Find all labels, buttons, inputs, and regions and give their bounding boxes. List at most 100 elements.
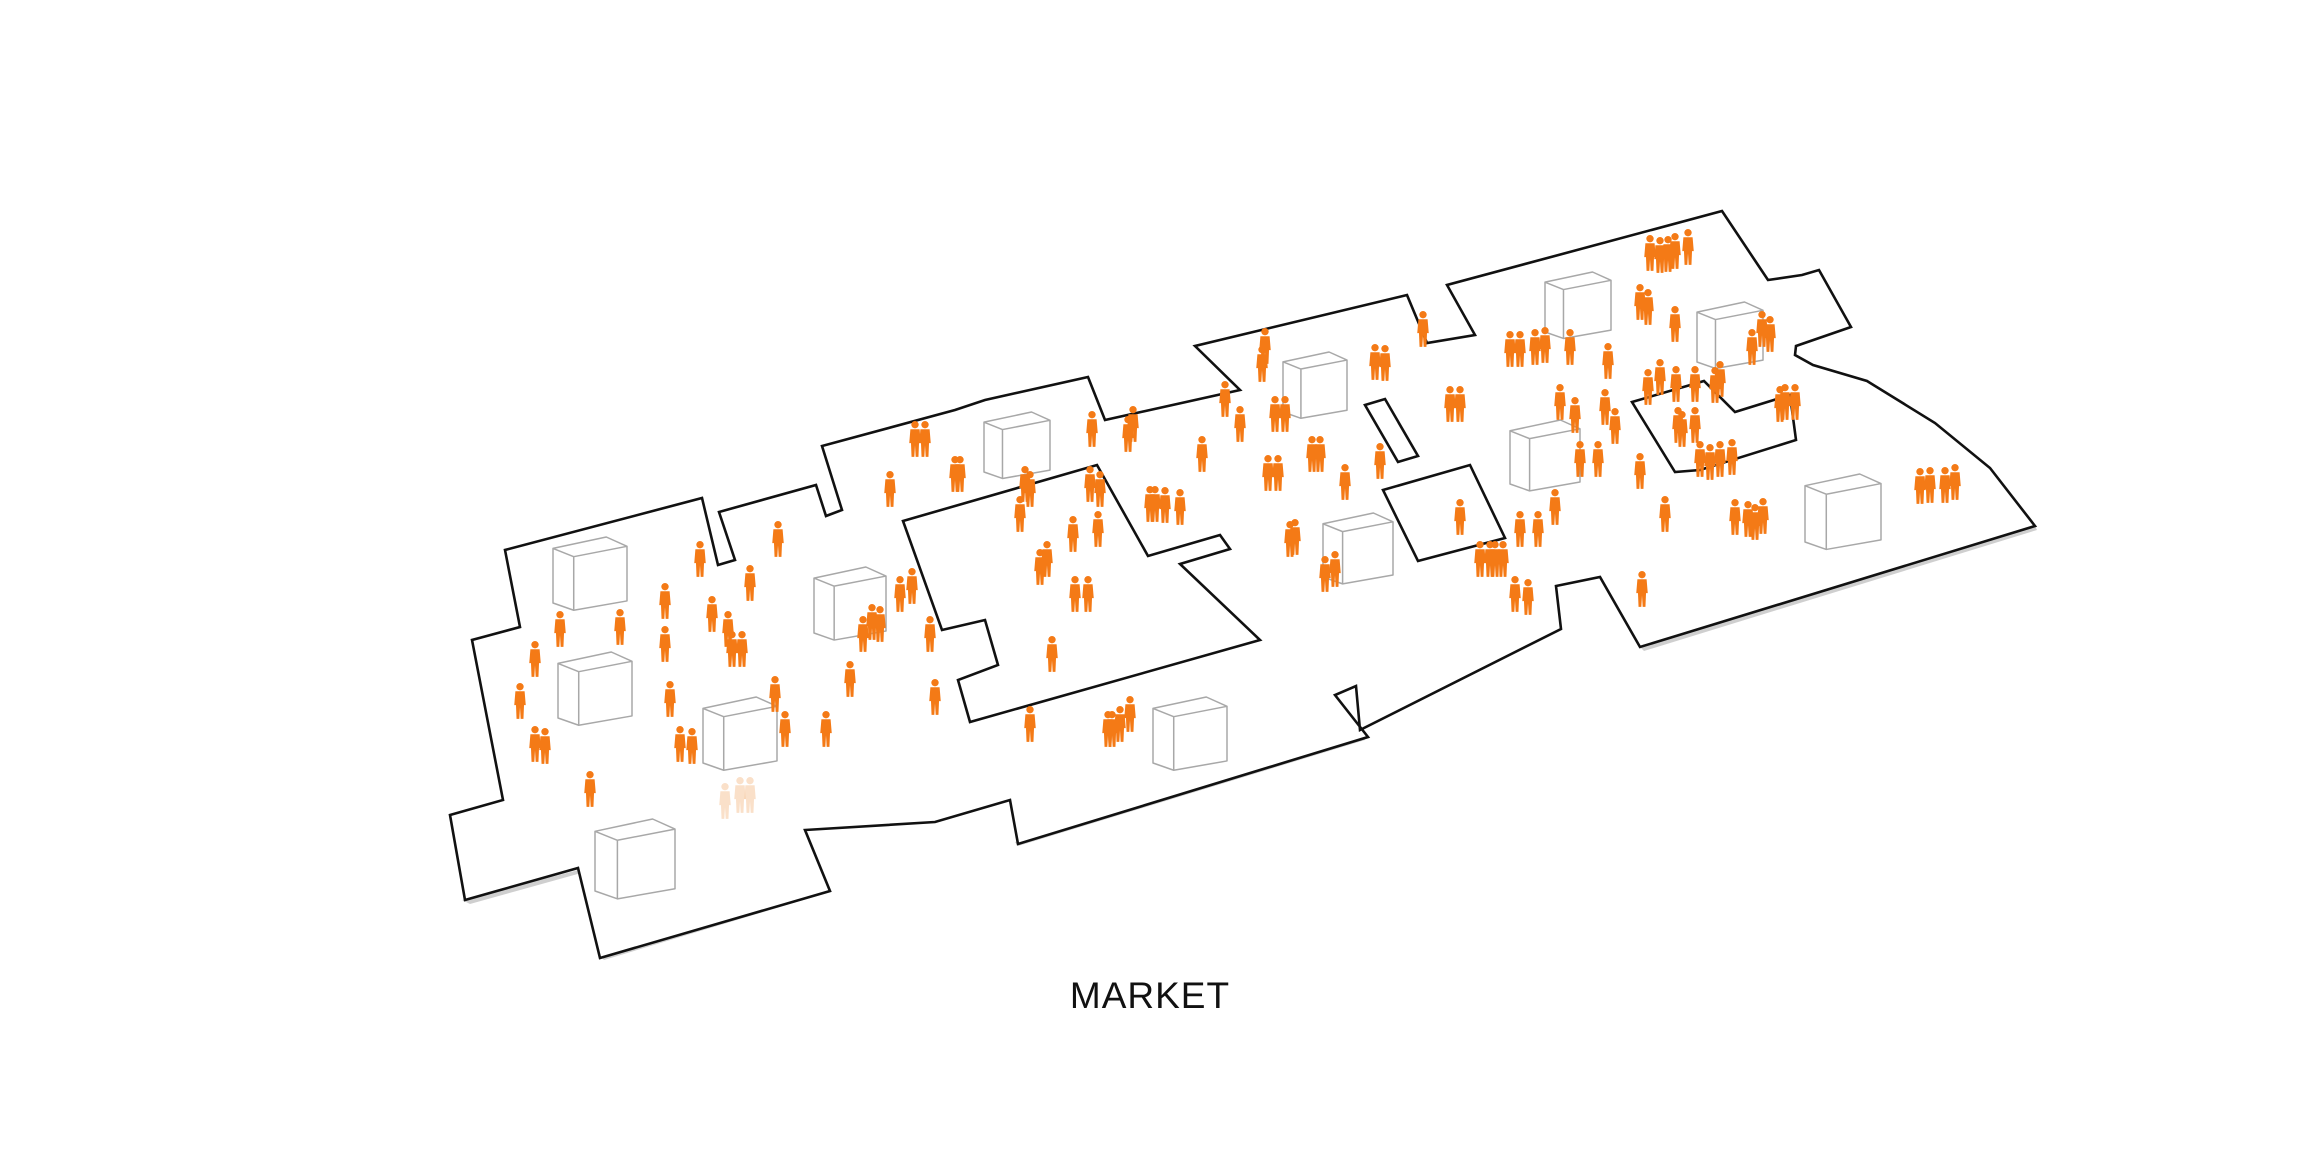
person-icon — [1757, 498, 1769, 534]
person-icon — [1949, 464, 1961, 500]
person-icon — [1689, 407, 1701, 443]
person-icon — [894, 576, 906, 612]
stall-box-icon — [552, 536, 628, 612]
person-icon — [706, 596, 718, 632]
person-icon — [1329, 551, 1341, 587]
person-icon — [1529, 329, 1541, 365]
person-icon — [1659, 496, 1671, 532]
person-icon — [1034, 549, 1046, 585]
stall-box-icon — [702, 696, 778, 772]
person-icon — [1764, 316, 1776, 352]
person-icon — [1549, 489, 1561, 525]
stall-box-icon — [557, 651, 633, 727]
person-icon — [1279, 396, 1291, 432]
person-icon — [1024, 471, 1036, 507]
person-icon — [1729, 499, 1741, 535]
person-icon — [719, 783, 731, 819]
person-icon — [1086, 411, 1098, 447]
person-icon — [1682, 229, 1694, 265]
person-icon — [674, 726, 686, 762]
person-icon — [744, 565, 756, 601]
person-icon — [919, 421, 931, 457]
person-icon — [1319, 556, 1331, 592]
person-icon — [954, 456, 966, 492]
person-icon — [1444, 386, 1456, 422]
person-icon — [874, 606, 886, 642]
person-icon — [1554, 384, 1566, 420]
person-icon — [726, 631, 738, 667]
person-icon — [1314, 436, 1326, 472]
opening-slot — [1363, 397, 1420, 464]
person-icon — [1014, 496, 1026, 532]
person-icon — [769, 676, 781, 712]
person-icon — [1272, 455, 1284, 491]
person-icon — [866, 604, 878, 640]
person-icon — [1756, 311, 1768, 347]
person-icon — [1196, 436, 1208, 472]
person-icon — [1379, 345, 1391, 381]
person-icon — [1642, 289, 1654, 325]
person-icon — [1369, 344, 1381, 380]
person-icon — [1256, 346, 1268, 382]
person-icon — [1514, 331, 1526, 367]
person-icon — [529, 726, 541, 762]
person-icon — [1094, 471, 1106, 507]
person-icon — [1714, 441, 1726, 477]
person-icon — [1642, 369, 1654, 405]
person-icon — [1262, 455, 1274, 491]
person-icon — [1694, 441, 1706, 477]
person-icon — [1914, 468, 1926, 504]
person-icon — [772, 521, 784, 557]
person-icon — [736, 631, 748, 667]
person-icon — [820, 711, 832, 747]
person-icon — [1067, 516, 1079, 552]
person-icon — [554, 611, 566, 647]
person-icon — [1159, 487, 1171, 523]
person-icon — [1774, 386, 1786, 422]
person-icon — [1592, 441, 1604, 477]
person-icon — [1474, 541, 1486, 577]
person-icon — [1069, 576, 1081, 612]
person-icon — [1602, 343, 1614, 379]
person-icon — [734, 777, 746, 813]
person-icon — [1609, 408, 1621, 444]
stall-box-icon — [983, 411, 1051, 480]
opening-square — [1381, 463, 1507, 563]
person-icon — [1497, 541, 1509, 577]
person-icon — [1024, 706, 1036, 742]
person-icon — [1509, 576, 1521, 612]
person-icon — [929, 679, 941, 715]
person-icon — [1726, 439, 1738, 475]
floor-outline — [448, 209, 2038, 960]
person-icon — [1046, 636, 1058, 672]
person-icon — [1124, 696, 1136, 732]
person-icon — [1746, 329, 1758, 365]
person-icon — [1654, 359, 1666, 395]
person-icon — [1149, 486, 1161, 522]
person-icon — [1924, 467, 1936, 503]
person-icon — [1234, 406, 1246, 442]
person-icon — [664, 681, 676, 717]
person-icon — [514, 683, 526, 719]
person-icon — [1636, 571, 1648, 607]
person-icon — [1662, 236, 1674, 272]
person-icon — [614, 609, 626, 645]
person-icon — [1219, 381, 1231, 417]
stall-box-icon — [1696, 301, 1764, 370]
person-icon — [1504, 331, 1516, 367]
person-icon — [1574, 441, 1586, 477]
stall-box-icon — [1152, 696, 1228, 772]
person-icon — [909, 421, 921, 457]
person-icon — [1417, 311, 1429, 347]
person-icon — [1670, 366, 1682, 402]
person-icon — [924, 616, 936, 652]
person-icon — [1514, 511, 1526, 547]
person-icon — [694, 541, 706, 577]
person-icon — [906, 568, 918, 604]
person-icon — [1669, 306, 1681, 342]
person-icon — [1339, 464, 1351, 500]
courtyard-void — [901, 463, 1263, 724]
person-icon — [1644, 235, 1656, 271]
stall-box-icon — [594, 818, 676, 900]
